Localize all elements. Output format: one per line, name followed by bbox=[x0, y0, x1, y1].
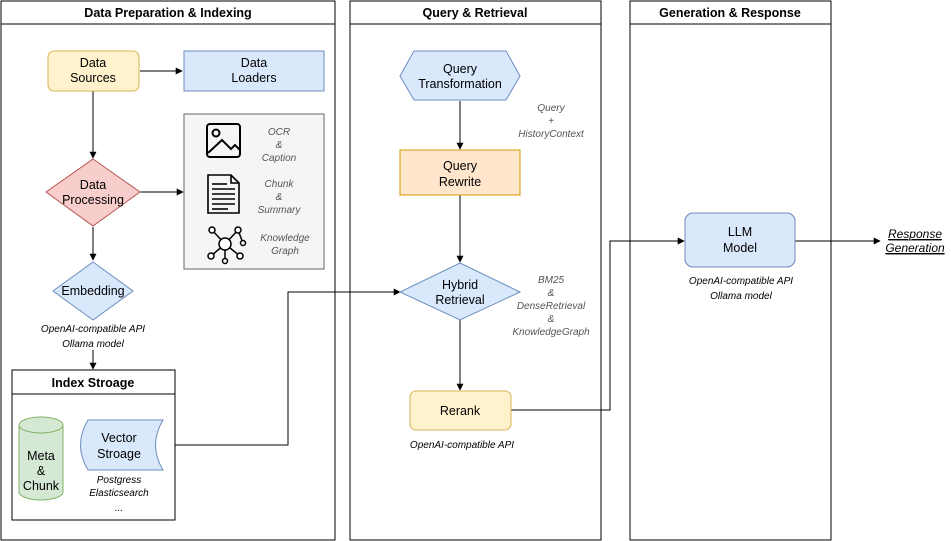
hybrid-retrieval-node: Hybrid Retrieval bbox=[398, 262, 522, 321]
hybrid-retrieval-label-2: Retrieval bbox=[435, 293, 484, 307]
query-rewrite-label-1: Query bbox=[443, 159, 478, 173]
chunk-label-1: Chunk bbox=[265, 179, 295, 190]
ocr-label-3: Caption bbox=[262, 153, 297, 164]
document-icon bbox=[207, 174, 240, 214]
retrieval-note-1: BM25 bbox=[538, 275, 565, 286]
meta-chunk-cylinder: Meta & Chunk bbox=[18, 416, 64, 501]
llm-label-1: LLM bbox=[728, 225, 752, 239]
edge-rerank-llm bbox=[511, 237, 685, 411]
llm-note-1: OpenAI-compatible API bbox=[689, 276, 793, 287]
vector-storage-node: Vector Stroage bbox=[80, 419, 164, 471]
data-loaders-label-2: Loaders bbox=[231, 71, 276, 85]
rerank-node: Rerank bbox=[409, 390, 512, 431]
knowledge-graph-icon bbox=[207, 226, 247, 265]
retrieval-note-3: DenseRetrieval bbox=[517, 301, 586, 312]
query-transformation-label-1: Query bbox=[443, 62, 478, 76]
llm-label-2: Model bbox=[723, 241, 757, 255]
edges bbox=[89, 67, 881, 446]
section-query-title: Query & Retrieval bbox=[423, 6, 528, 20]
retrieval-note-5: KnowledgeGraph bbox=[512, 327, 590, 338]
rerank-label: Rerank bbox=[440, 404, 481, 418]
rerank-note: OpenAI-compatible API bbox=[410, 440, 514, 451]
meta-label-3: Chunk bbox=[23, 479, 60, 493]
section-prep-title: Data Preparation & Indexing bbox=[84, 6, 251, 20]
data-processing-node: Data Processing bbox=[45, 158, 141, 227]
response-generation-label: Response Generation bbox=[885, 227, 945, 255]
data-sources-node: Data Sources bbox=[47, 50, 140, 92]
query-transformation-node: Query Transformation bbox=[399, 50, 521, 101]
edge-vector-retrieval bbox=[167, 288, 401, 446]
data-loaders-label-1: Data bbox=[241, 56, 267, 70]
ocr-label-1: OCR bbox=[268, 127, 290, 138]
meta-label-1: Meta bbox=[27, 449, 55, 463]
processing-outputs-panel: OCR & Caption Chunk & Summary bbox=[183, 113, 325, 270]
data-processing-label-1: Data bbox=[80, 178, 106, 192]
vector-note-3: ... bbox=[115, 503, 123, 514]
image-icon bbox=[206, 123, 241, 158]
hybrid-retrieval-label-1: Hybrid bbox=[442, 278, 478, 292]
vector-note-1: Postgress bbox=[97, 475, 141, 486]
section-gen-title: Generation & Response bbox=[659, 6, 801, 20]
data-processing-label-2: Processing bbox=[62, 193, 124, 207]
retrieval-note-4: & bbox=[548, 314, 555, 325]
data-sources-label-1: Data bbox=[80, 56, 106, 70]
embedding-note-1: OpenAI-compatible API bbox=[41, 324, 145, 335]
ocr-label-2: & bbox=[276, 140, 283, 151]
index-storage-node: Index Stroage Meta & Chunk Vector Stroag… bbox=[11, 369, 176, 521]
section-gen: Generation & Response bbox=[629, 0, 832, 541]
vector-note-2: Elasticsearch bbox=[89, 488, 149, 499]
query-note-2: + bbox=[548, 116, 554, 127]
query-note-3: HistoryContext bbox=[518, 129, 585, 140]
vector-label-1: Vector bbox=[101, 431, 136, 445]
llm-note-2: Ollama model bbox=[710, 291, 772, 302]
response-label-1: Response bbox=[888, 227, 942, 241]
chunk-label-2: & bbox=[276, 192, 283, 203]
query-note-1: Query bbox=[537, 103, 565, 114]
query-rewrite-node: Query Rewrite bbox=[399, 149, 521, 196]
index-storage-title: Index Stroage bbox=[52, 376, 135, 390]
response-label-2: Generation bbox=[885, 241, 945, 255]
query-transformation-label-2: Transformation bbox=[418, 77, 502, 91]
llm-model-node: LLM Model bbox=[684, 212, 796, 268]
kg-label-1: Knowledge bbox=[260, 233, 310, 244]
retrieval-note-2: & bbox=[548, 288, 555, 299]
meta-label-2: & bbox=[37, 464, 46, 478]
embedding-label: Embedding bbox=[61, 284, 124, 298]
vector-label-2: Stroage bbox=[97, 447, 141, 461]
kg-label-2: Graph bbox=[271, 246, 299, 257]
data-loaders-node: Data Loaders bbox=[183, 50, 325, 92]
embedding-node: Embedding bbox=[52, 261, 134, 321]
chunk-label-3: Summary bbox=[258, 205, 302, 216]
query-rewrite-label-2: Rewrite bbox=[439, 175, 481, 189]
data-sources-label-2: Sources bbox=[70, 71, 116, 85]
embedding-note-2: Ollama model bbox=[62, 339, 124, 350]
